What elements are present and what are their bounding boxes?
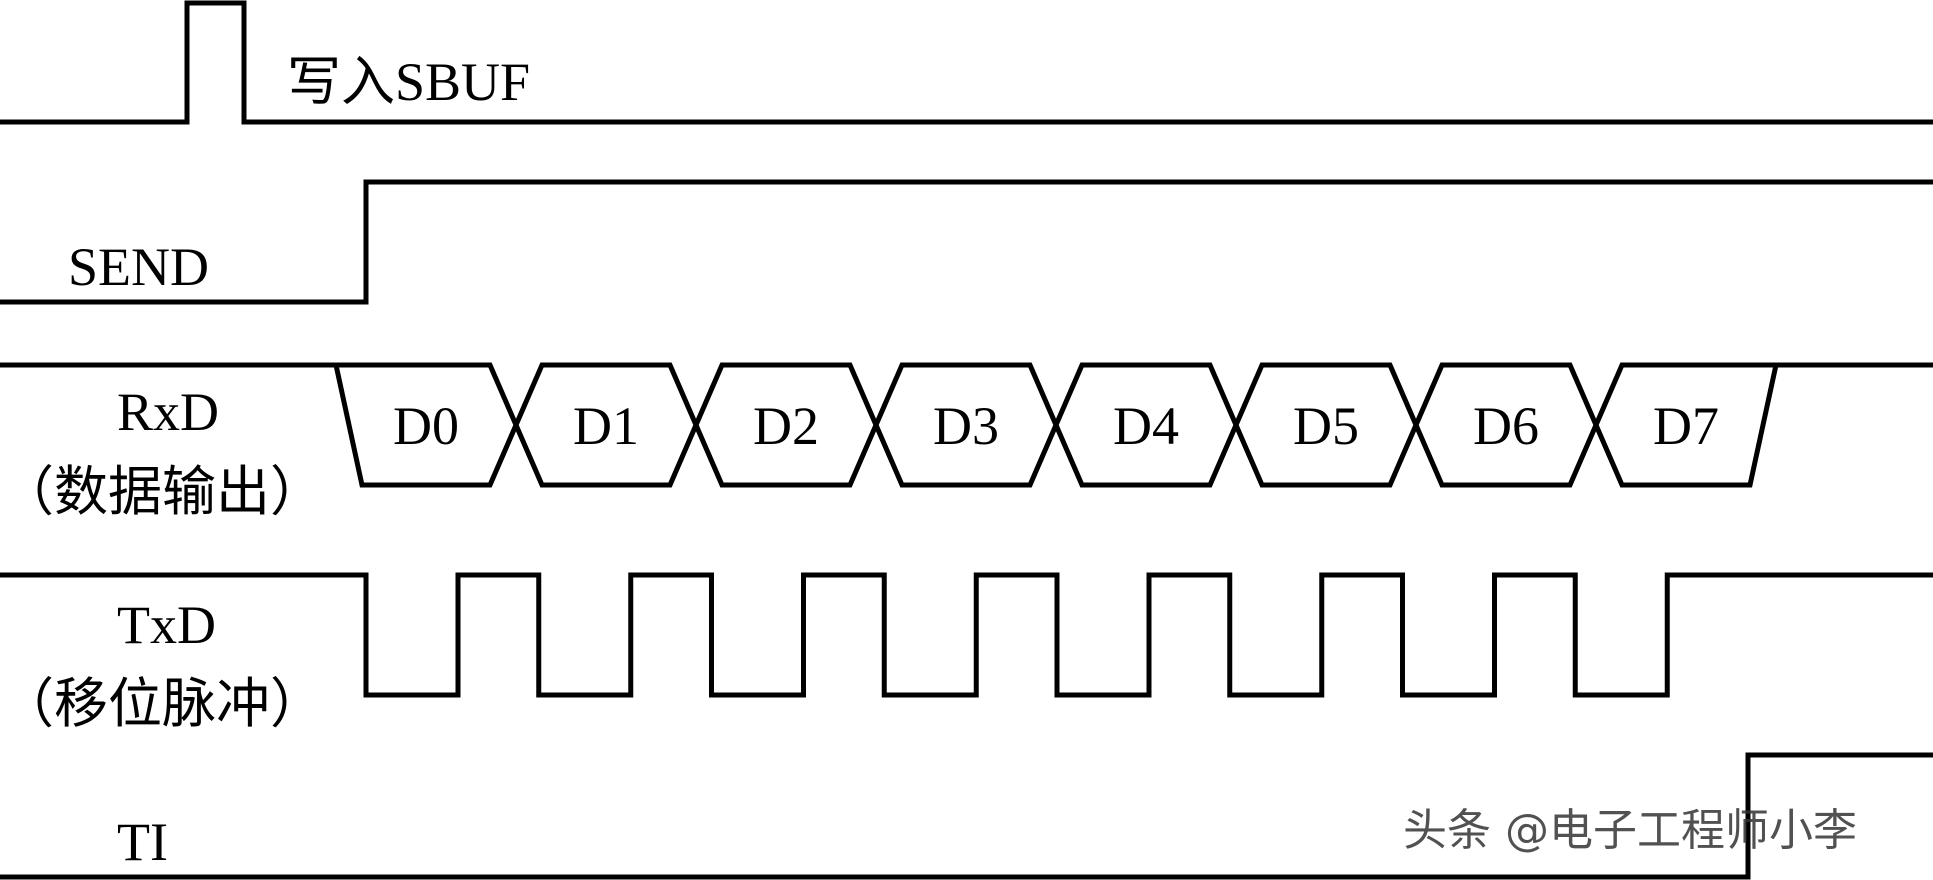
rxd-bit-label: D4 — [1113, 396, 1179, 456]
write-sbuf-waveform — [0, 0, 1933, 125]
send-label: SEND — [68, 237, 209, 297]
rxd-bit-label: D7 — [1653, 396, 1719, 456]
ti-label: TI — [117, 812, 168, 872]
txd-sublabel: （移位脉冲） — [0, 674, 324, 734]
rxd-cell-d0 — [332, 362, 519, 488]
rxd-bit-label: D1 — [573, 396, 639, 456]
rxd-cell-d7 — [1593, 362, 1780, 488]
rxd-data-cells: D0 D1 D2 D3 D4 D5 D6 D7 — [332, 362, 1780, 488]
rxd-bit-label: D3 — [933, 396, 999, 456]
txd-label: TxD — [117, 595, 216, 655]
ti-waveform — [0, 752, 1933, 880]
rxd-sublabel: （数据输出） — [0, 462, 324, 522]
write-sbuf-label: 写入SBUF — [287, 52, 530, 112]
send-waveform — [0, 179, 1933, 305]
watermark: 头条 @电子工程师小李 — [1403, 805, 1857, 856]
rxd-bit-label: D2 — [753, 396, 819, 456]
rxd-bit-label: D6 — [1473, 396, 1539, 456]
txd-waveform — [0, 572, 1933, 698]
rxd-label: RxD — [117, 382, 219, 442]
rxd-bit-label: D5 — [1293, 396, 1359, 456]
rxd-bit-label: D0 — [393, 396, 459, 456]
